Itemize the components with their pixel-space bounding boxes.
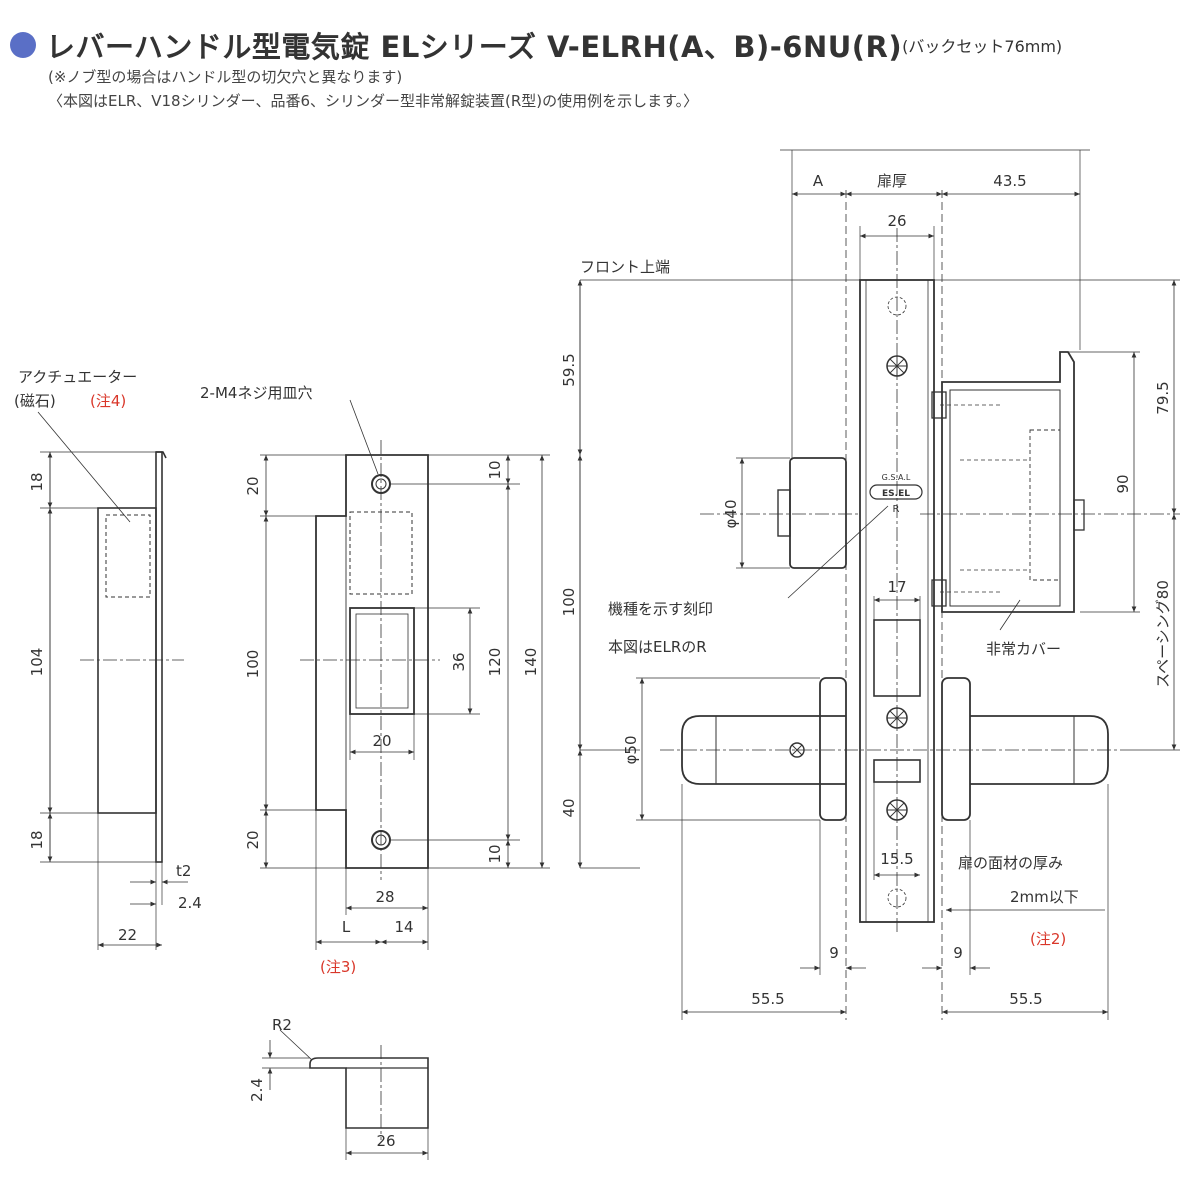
- page-title: レバーハンドル型電気錠 ELシリーズ V-ELRH(A、B)-6NU(R): [46, 30, 903, 64]
- dim-s20w: 20: [372, 732, 391, 750]
- dim-s10: 10: [486, 460, 504, 479]
- label-door-face2: 2mm以下: [1010, 888, 1079, 906]
- dim-a104: 104: [28, 648, 46, 677]
- label-spacing: スペーシング80: [1154, 580, 1172, 688]
- dim-p26: 26: [376, 1132, 395, 1150]
- label-model-mark1: 機種を示す刻印: [608, 600, 713, 618]
- dim-d595: 59.5: [560, 353, 578, 386]
- label-emergency-cover: 非常カバー: [986, 640, 1061, 658]
- label-door-face1: 扉の面材の厚み: [958, 854, 1063, 872]
- dim-a18: 18: [28, 472, 46, 491]
- label-model-mark2: 本図はELRのR: [608, 638, 707, 656]
- strike-plate-drawing: [260, 399, 550, 950]
- dim-s20: 20: [244, 476, 262, 495]
- dim-d555b: 55.5: [1009, 990, 1042, 1008]
- dim-a22: 22: [118, 926, 137, 944]
- dim-d155: 15.5: [880, 850, 913, 868]
- dim-s20b: 20: [244, 830, 262, 849]
- label-screw-hole: 2-M4ネジ用皿穴: [200, 384, 312, 402]
- label-note2: (注2): [1030, 930, 1066, 948]
- engrave-r: R: [893, 504, 900, 515]
- dim-s100: 100: [244, 650, 262, 679]
- note-example: 〈本図はELR、V18シリンダー、品番6、シリンダー型非常解錠装置(R型)の使用…: [48, 92, 699, 110]
- strike-profile-drawing: [262, 1029, 429, 1160]
- dim-d90: 90: [1114, 474, 1132, 493]
- dim-d26: 26: [887, 212, 906, 230]
- dim-r2: R2: [272, 1016, 292, 1034]
- dim-s120: 120: [486, 648, 504, 677]
- lock-body-drawing: [577, 149, 1180, 1020]
- engrave-esel: ES.EL: [882, 489, 910, 499]
- dim-s140: 140: [522, 648, 540, 677]
- title-row: レバーハンドル型電気錠 ELシリーズ V-ELRH(A、B)-6NU(R)(バッ…: [10, 24, 1062, 66]
- dim-d40: 40: [560, 798, 578, 817]
- dim-d435: 43.5: [993, 172, 1026, 190]
- label-front-top: フロント上端: [580, 258, 670, 276]
- dim-d555a: 55.5: [751, 990, 784, 1008]
- note-knob: (※ノブ型の場合はハンドル型の切欠穴と異なります): [48, 68, 403, 86]
- label-door-thickness: 扉厚: [877, 172, 907, 190]
- engrave-gsal: G.S.A.L: [882, 473, 911, 482]
- dim-d795: 79.5: [1154, 381, 1172, 414]
- dim-d9a: 9: [829, 944, 839, 962]
- label-note3: (注3): [320, 958, 356, 976]
- title-bullet-icon: [10, 32, 36, 58]
- dim-phi50: φ50: [622, 736, 640, 765]
- dim-d17: 17: [887, 578, 906, 596]
- dim-d100: 100: [560, 588, 578, 617]
- dim-phi40: φ40: [722, 500, 740, 529]
- dim-a18b: 18: [28, 830, 46, 849]
- label-note4: (注4): [90, 392, 126, 410]
- dim-s10b: 10: [486, 844, 504, 863]
- label-magnet: (磁石): [14, 392, 56, 410]
- dim-d9b: 9: [953, 944, 963, 962]
- dim-s36: 36: [450, 652, 468, 671]
- dim-s28: 28: [375, 888, 394, 906]
- actuator-drawing: [37, 411, 188, 950]
- dim-a24: 2.4: [178, 894, 202, 912]
- dim-t2: t2: [176, 862, 191, 880]
- title-suffix: (バックセット76mm): [902, 37, 1063, 56]
- label-actuator: アクチュエーター: [18, 368, 137, 386]
- dim-sL: L: [342, 918, 351, 936]
- dim-s14: 14: [394, 918, 413, 936]
- dim-p24: 2.4: [248, 1078, 266, 1102]
- dim-A: A: [813, 172, 824, 190]
